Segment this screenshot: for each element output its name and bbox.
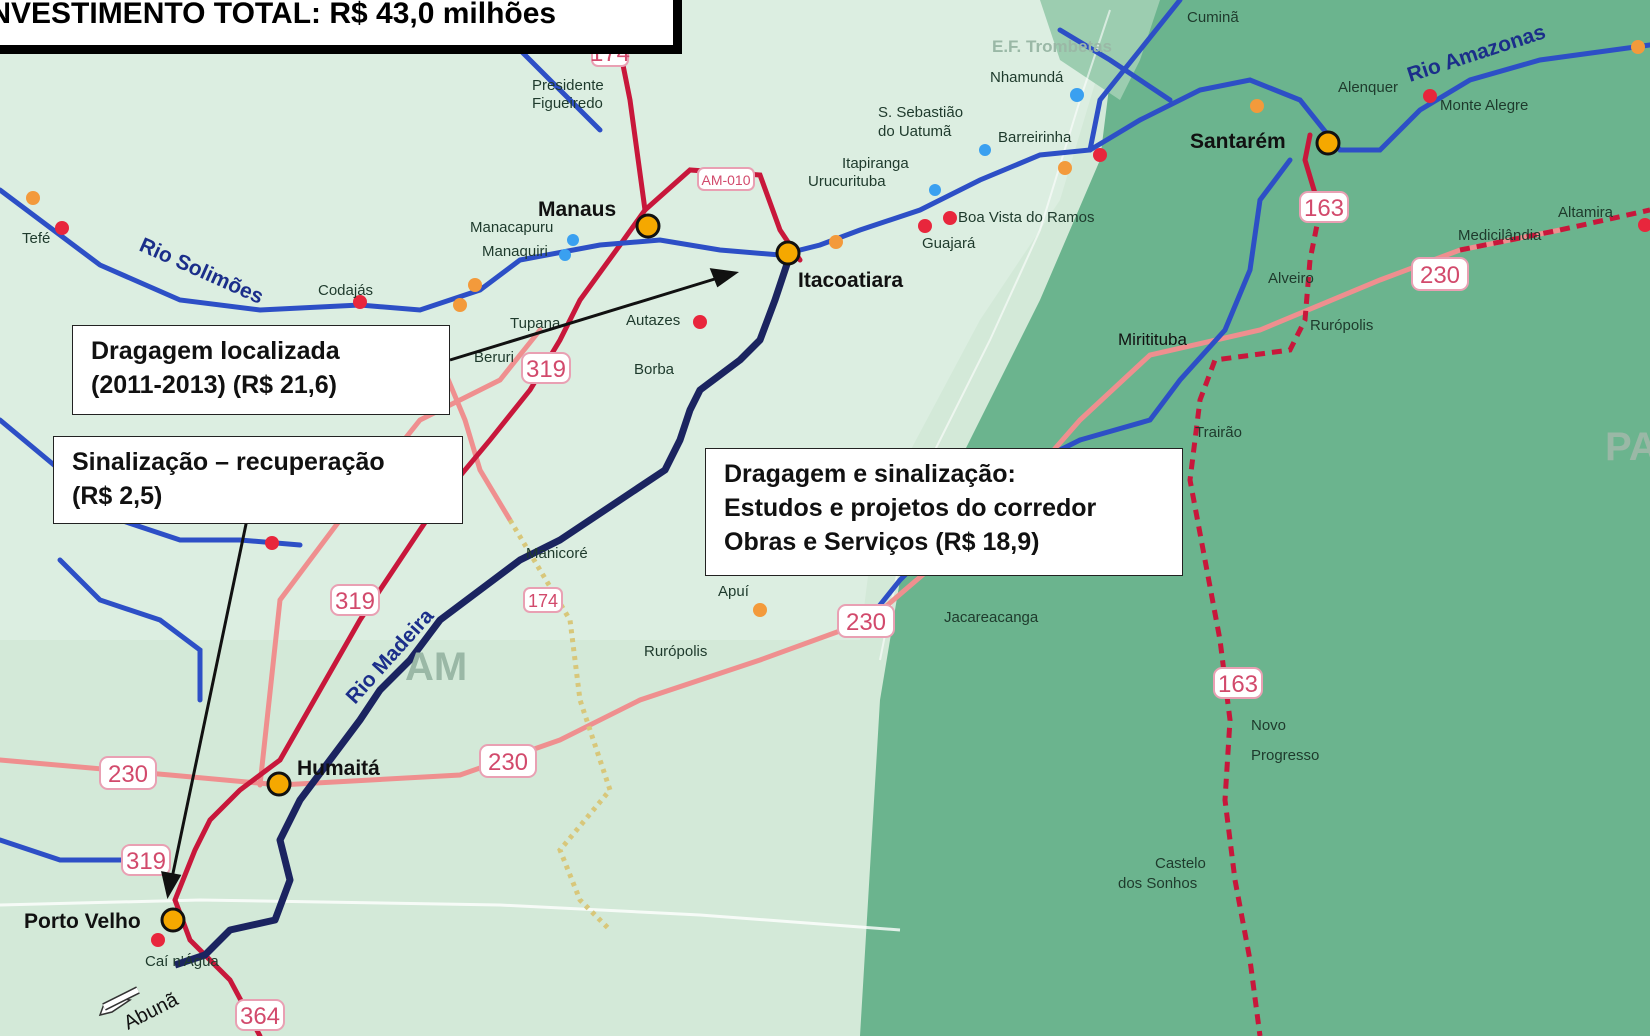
callout-arrows	[161, 268, 740, 900]
svg-text:Altamira: Altamira	[1558, 204, 1614, 221]
itacoatiara-label: Itacoatiara	[798, 269, 903, 292]
svg-text:Barreirinha: Barreirinha	[998, 129, 1072, 146]
svg-text:Manicoré: Manicoré	[526, 545, 588, 562]
svg-text:Novo: Novo	[1251, 717, 1286, 734]
svg-text:Codajás: Codajás	[318, 282, 373, 299]
callout-line: (2011-2013) (R$ 21,6)	[91, 371, 337, 399]
svg-text:Guajará: Guajará	[922, 235, 976, 252]
svg-text:Boa Vista do Ramos: Boa Vista do Ramos	[958, 209, 1094, 226]
shield-163-north: 163	[1304, 195, 1344, 222]
svg-text:Presidente: Presidente	[532, 77, 604, 94]
manaus-marker	[635, 213, 661, 239]
svg-text:Itapiranga: Itapiranga	[842, 155, 909, 172]
callout-line: Sinalização – recuperação	[72, 448, 385, 476]
road-unpaved	[507, 518, 613, 932]
state-label-am: AM	[405, 645, 467, 689]
svg-text:Progresso: Progresso	[1251, 747, 1319, 764]
shield-230-mid: 230	[846, 609, 886, 636]
svg-text:Rurópolis: Rurópolis	[644, 643, 707, 660]
highlighted-city-labels: Manaus Itacoatiara Santarém Humaitá Port…	[24, 130, 1286, 933]
porto-velho-marker	[160, 907, 186, 933]
shield-319-a: 319	[526, 356, 566, 383]
svg-text:Medicilândia: Medicilândia	[1458, 227, 1542, 244]
svg-text:Apuí: Apuí	[718, 583, 750, 600]
rio-madeira-line	[173, 253, 794, 969]
shield-364: 364	[240, 1003, 280, 1030]
callout-line: Dragagem localizada	[91, 337, 340, 365]
callout-dragagem-sinalizacao: Dragagem e sinalização: Estudos e projet…	[705, 448, 1183, 576]
callout-dragagem-localizada: Dragagem localizada (2011-2013) (R$ 21,6…	[72, 325, 450, 415]
svg-text:Nhamundá: Nhamundá	[990, 69, 1064, 86]
road-br163-dashed	[1187, 207, 1650, 1036]
svg-text:Jacareacanga: Jacareacanga	[944, 609, 1039, 626]
svg-text:Borba: Borba	[634, 361, 675, 378]
svg-text:Castelo: Castelo	[1155, 855, 1206, 872]
svg-text:Alenquer: Alenquer	[1338, 79, 1398, 96]
town-labels: Cuminã E.F. Trombetas Nhamundá President…	[22, 9, 1614, 970]
callout-sinalizacao: Sinalização – recuperação (R$ 2,5)	[53, 436, 463, 524]
shield-319-b: 319	[335, 588, 375, 615]
svg-text:Urucurituba: Urucurituba	[808, 173, 886, 190]
svg-text:dos Sonhos: dos Sonhos	[1118, 875, 1197, 892]
state-label-pa: PA	[1605, 425, 1650, 469]
svg-text:S. Sebastião: S. Sebastião	[878, 104, 963, 121]
svg-text:Beruri: Beruri	[474, 349, 514, 366]
svg-text:Monte Alegre: Monte Alegre	[1440, 97, 1528, 114]
svg-text:Tupana: Tupana	[510, 315, 561, 332]
highlighted-city-markers	[160, 130, 1341, 933]
humaita-marker	[266, 771, 292, 797]
svg-text:do Uatumã: do Uatumã	[878, 123, 952, 140]
shield-230-east: 230	[1420, 262, 1460, 289]
title-box: INVESTIMENTO TOTAL: R$ 43,0 milhões	[0, 0, 676, 48]
callout-line: (R$ 2,5)	[72, 482, 163, 510]
santarem-label: Santarém	[1190, 130, 1286, 153]
humaita-label: Humaitá	[297, 757, 380, 780]
svg-text:Autazes: Autazes	[626, 312, 680, 329]
svg-text:Cuminã: Cuminã	[1187, 9, 1239, 26]
shield-230-west: 230	[108, 761, 148, 788]
svg-text:Caí n'Água: Caí n'Água	[145, 953, 219, 970]
investment-total-title: INVESTIMENTO TOTAL: R$ 43,0 milhões	[0, 0, 557, 30]
svg-text:Manacapuru: Manacapuru	[470, 219, 553, 236]
porto-velho-label: Porto Velho	[24, 910, 141, 933]
road-shields: 174 AM-010 319 163 230 319 174 230 230 2…	[99, 39, 1469, 1031]
callout-line: Dragagem e sinalização:	[724, 460, 1016, 488]
svg-text:Rurópolis: Rurópolis	[1310, 317, 1373, 334]
santarem-marker	[1315, 130, 1341, 156]
shield-230-sw: 230	[488, 749, 528, 776]
svg-text:Tefé: Tefé	[22, 230, 50, 247]
svg-text:E.F. Trombetas: E.F. Trombetas	[992, 37, 1112, 56]
rio-solimoes-line	[0, 42, 1650, 313]
shield-319-south: 319	[126, 848, 166, 875]
callout-line: Obras e Serviços (R$ 18,9)	[724, 528, 1040, 556]
miritituba-label: Miritituba	[1118, 330, 1188, 349]
shield-am010: AM-010	[701, 172, 750, 188]
shield-174-south: 174	[528, 591, 558, 611]
town-dots	[26, 40, 1650, 947]
svg-text:Manaquiri: Manaquiri	[482, 243, 548, 260]
shield-163-south: 163	[1218, 671, 1258, 698]
svg-text:Trairão: Trairão	[1195, 424, 1242, 441]
svg-text:Alveiro: Alveiro	[1268, 270, 1314, 287]
state-border	[0, 898, 901, 932]
itacoatiara-marker	[775, 240, 801, 266]
callout-line: Estudos e projetos do corredor	[724, 494, 1097, 522]
svg-text:Figueiredo: Figueiredo	[532, 95, 603, 112]
manaus-label: Manaus	[538, 198, 616, 221]
